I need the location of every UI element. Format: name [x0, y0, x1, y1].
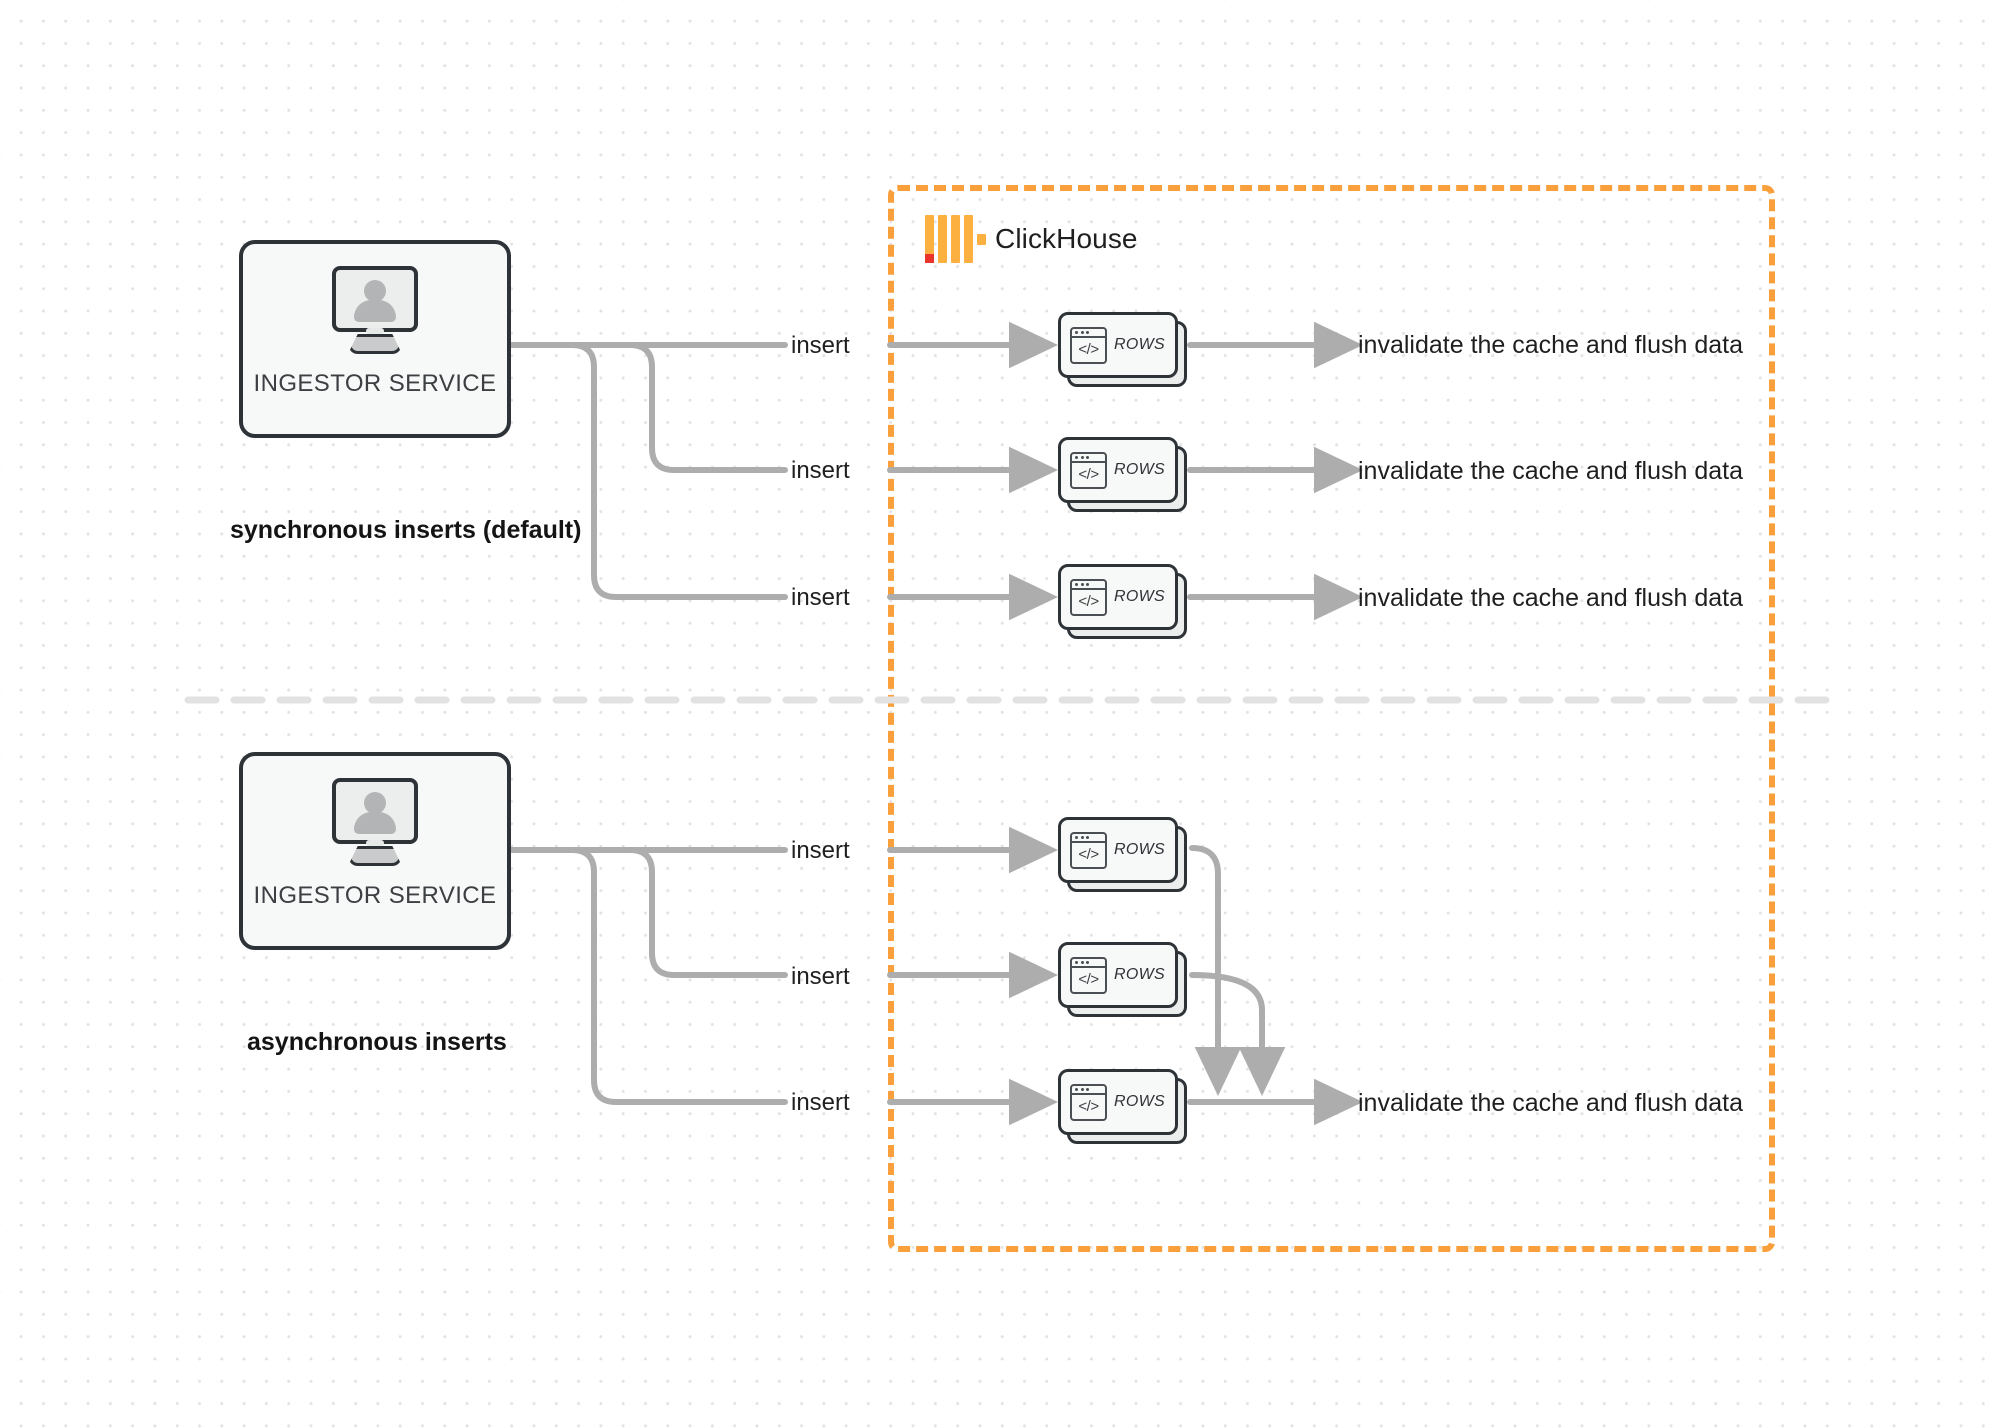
clickhouse-logo-icon — [925, 215, 986, 263]
rows-card-label: ROWS — [1114, 1093, 1165, 1110]
rows-card-sync-3[interactable]: </> ROWS — [1058, 564, 1187, 639]
clickhouse-label: ClickHouse — [995, 223, 1138, 254]
insert-label-sync-1: insert — [791, 332, 850, 359]
section-caption-async: asynchronous inserts — [247, 1028, 507, 1056]
clickhouse-boundary — [888, 185, 1775, 1252]
insert-label-async-3: insert — [791, 1089, 850, 1116]
insert-label-async-2: insert — [791, 963, 850, 990]
ingestor-service-label: INGESTOR SERVICE — [253, 882, 497, 909]
outcome-label-sync-3: invalidate the cache and flush data — [1358, 584, 1743, 612]
insert-label-async-1: insert — [791, 837, 850, 864]
monitor-user-icon — [326, 778, 424, 866]
section-caption-sync: synchronous inserts (default) — [230, 516, 582, 544]
rows-card-label: ROWS — [1114, 588, 1165, 605]
rows-card-async-3[interactable]: </> ROWS — [1058, 1069, 1187, 1144]
insert-label-sync-2: insert — [791, 457, 850, 484]
rows-card-sync-2[interactable]: </> ROWS — [1058, 437, 1187, 512]
rows-card-label: ROWS — [1114, 841, 1165, 858]
rows-card-label: ROWS — [1114, 336, 1165, 353]
rows-card-async-2[interactable]: </> ROWS — [1058, 942, 1187, 1017]
outcome-label-sync-2: invalidate the cache and flush data — [1358, 457, 1743, 485]
outcome-label-async: invalidate the cache and flush data — [1358, 1089, 1743, 1117]
clickhouse-brand: ClickHouse — [925, 215, 1138, 263]
rows-card-label: ROWS — [1114, 966, 1165, 983]
ingestor-service-label: INGESTOR SERVICE — [253, 370, 497, 397]
rows-card-sync-1[interactable]: </> ROWS — [1058, 312, 1187, 387]
code-window-icon: </> — [1070, 578, 1107, 616]
outcome-label-sync-1: invalidate the cache and flush data — [1358, 331, 1743, 359]
code-window-icon: </> — [1070, 956, 1107, 994]
code-window-icon: </> — [1070, 326, 1107, 364]
code-window-icon: </> — [1070, 1083, 1107, 1121]
monitor-user-icon — [326, 266, 424, 354]
code-window-icon: </> — [1070, 831, 1107, 869]
ingestor-service-async[interactable]: INGESTOR SERVICE — [239, 752, 511, 950]
ingestor-service-sync[interactable]: INGESTOR SERVICE — [239, 240, 511, 438]
insert-label-sync-3: insert — [791, 584, 850, 611]
code-window-icon: </> — [1070, 451, 1107, 489]
rows-card-async-1[interactable]: </> ROWS — [1058, 817, 1187, 892]
rows-card-label: ROWS — [1114, 461, 1165, 478]
